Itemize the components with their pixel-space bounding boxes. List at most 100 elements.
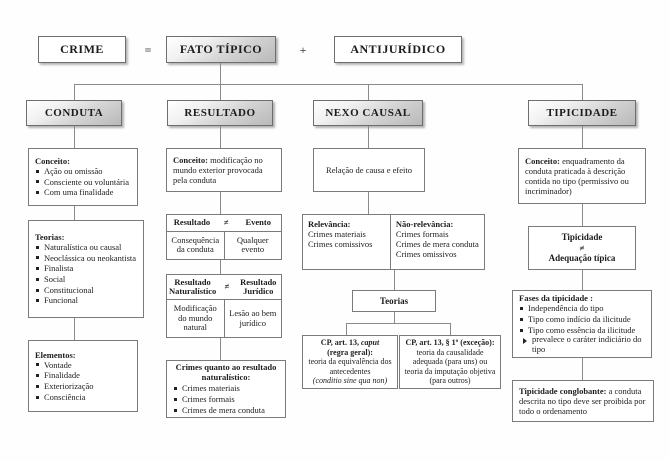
tipicidade-conceito-box: Conceito: enquadramento da conduta prati… <box>518 148 646 204</box>
nat-jur-title-right: Resultado Jurídico <box>240 276 277 297</box>
list-item: Consciência <box>35 392 94 402</box>
resultado-conceito-value: modificação no mundo exterior provocada … <box>173 154 263 185</box>
tipicidade-conceito-label: Conceito: <box>525 155 560 166</box>
nexo-relevancia-box: Relevância: Crimes materiais Crimes comi… <box>302 214 485 270</box>
resultado-evento-header: Resultado ≠ Evento <box>167 215 281 232</box>
node-antijuridico-label: ANTIJURÍDICO <box>350 42 446 56</box>
nexo-relevancia-cell: Relevância: Crimes materiais Crimes comi… <box>303 215 390 269</box>
list-item: Ação ou omissão <box>35 166 129 176</box>
list-item: Crimes omissivos <box>395 249 457 259</box>
resultado-evento-title-right: Evento <box>245 217 271 228</box>
nexo-relevancia-label: Relevância: <box>308 219 351 229</box>
nexo-caput-head-2: (regra geral): <box>327 347 373 357</box>
nexo-par1-body: teoria da causalidade adequada (para uns… <box>404 347 496 386</box>
list-item: Crimes formais <box>173 394 279 404</box>
operator-plus: + <box>299 43 307 57</box>
connector-resultado-4 <box>220 338 221 360</box>
connector-nexo-right-drop <box>450 323 451 335</box>
operator-equals: = <box>144 43 152 57</box>
connector-bus-drop-3 <box>368 84 369 100</box>
tipicidade-fases-list: Independência do tipo Tipo como indício … <box>519 303 645 354</box>
column-header-tipicidade: TIPICIDADE <box>528 100 636 126</box>
tipicidade-fases-label: Fases da tipicidade : <box>519 293 593 304</box>
list-item: Crimes de mera conduta <box>173 405 279 415</box>
list-item: Crimes comissivos <box>308 239 373 249</box>
resultado-crimes-list: Crimes materiais Crimes formais Crimes d… <box>173 383 279 415</box>
list-item: Neoclássica ou neokantista <box>35 253 136 263</box>
nexo-caput-body: teoria da equivalência dos antecedentes <box>308 357 392 376</box>
conduta-elementos-list: Vontade Finalidade Exteriorização Consci… <box>35 360 94 403</box>
connector-resultado-3 <box>220 260 221 274</box>
node-fato-tipico-label: FATO TÍPICO <box>179 42 263 56</box>
connector-nexo-2 <box>368 192 369 214</box>
tipicidade-conglobante-box: Tipicidade conglobante: a conduta descri… <box>512 380 654 422</box>
column-header-tipicidade-label: TIPICIDADE <box>546 107 618 119</box>
connector-nexo-left-drop <box>346 323 347 335</box>
conduta-conceito-list: Ação ou omissão Consciente ou voluntária… <box>35 166 129 198</box>
resultado-evento-sign: ≠ <box>223 217 229 228</box>
conduta-teorias-list: Naturalística ou causal Neoclássica ou n… <box>35 242 136 306</box>
column-header-conduta-label: CONDUTA <box>44 107 104 119</box>
resultado-conceito-box: Conceito: modificação no mundo exterior … <box>166 148 282 192</box>
nexo-caput-head-italic: caput <box>360 338 380 348</box>
nexo-par1-head: CP, art. 13, § 1º (exceção): <box>405 338 495 348</box>
resultado-crimes-box: Crimes quanto ao resultado naturalístico… <box>166 360 286 418</box>
column-header-nexo-causal: NEXO CAUSAL <box>313 100 423 126</box>
list-item: Com uma finalidade <box>35 187 129 197</box>
conduta-conceito-label: Conceito: <box>35 155 70 166</box>
tipicidade-conglobante-label: Tipicidade conglobante: <box>519 385 607 396</box>
list-item: Crimes formais <box>395 229 449 239</box>
conduta-elementos-box: Elementos: Vontade Finalidade Exterioriz… <box>28 340 138 412</box>
tipicidade-conglobante-value: a conduta descrita no tipo deve ser proi… <box>519 385 646 417</box>
resultado-evento-cells: Consequência da conduta Qualquer evento <box>167 231 281 259</box>
list-item: Vontade <box>35 360 94 370</box>
list-item: Tipo como essência da ilicitude <box>519 325 645 335</box>
connector-nexo-3 <box>394 270 395 290</box>
list-item: Funcional <box>35 295 136 305</box>
resultado-evento-cell-left: Consequência da conduta <box>171 234 220 255</box>
nat-jur-cell-right: Lesão ao bem jurídico <box>223 300 282 337</box>
nat-jur-header: Resultado Naturalístico ≠ Resultado Jurí… <box>167 275 281 301</box>
nat-jur-sign: ≠ <box>224 281 230 292</box>
conduta-elementos-label: Elementos: <box>35 349 76 360</box>
nexo-caput-head: CP, art. 13, caput (regra geral): <box>321 338 379 357</box>
tipicidade-conceito-value: enquadramento da conduta praticada à des… <box>525 155 629 197</box>
connector-resultado-2 <box>220 192 221 214</box>
conduta-teorias-label: Teorias: <box>35 231 65 242</box>
node-fato-tipico: FATO TÍPICO <box>166 36 276 63</box>
connector-conduta-2 <box>74 206 75 220</box>
nexo-caput-body-italic: (conditio sine qua non) <box>312 376 388 386</box>
column-header-resultado-label: RESULTADO <box>184 107 256 119</box>
tipicidade-fases-box: Fases da tipicidade : Independência do t… <box>512 290 652 358</box>
resultado-nat-jur-box: Resultado Naturalístico ≠ Resultado Jurí… <box>166 274 282 338</box>
connector-bus-drop-1 <box>74 84 75 100</box>
connector-nexo-4 <box>394 312 395 323</box>
list-item: Crimes de mera conduta <box>395 239 479 249</box>
node-antijuridico: ANTIJURÍDICO <box>334 36 462 63</box>
tipicidade-adequacao-box: Tipicidade ≠ Adequação típica <box>528 226 636 270</box>
tipicidade-conglobante-text: Tipicidade conglobante: a conduta descri… <box>519 386 647 417</box>
tipicidade-adequacao-sign: ≠ <box>579 242 585 253</box>
list-item: Crimes materiais <box>308 229 366 239</box>
nexo-caput-head-1: CP, art. 13, <box>320 338 361 348</box>
tipicidade-conceito-text: Conceito: enquadramento da conduta prati… <box>525 156 639 197</box>
connector-tipicidade-2 <box>582 204 583 226</box>
nexo-teorias-box: Teorias <box>352 290 436 312</box>
nexo-nao-relevancia-label: Não-relevância: <box>395 219 454 229</box>
resultado-conceito-text: Conceito: modificação no mundo exterior … <box>173 155 275 185</box>
list-item: Finalidade <box>35 370 94 380</box>
column-header-nexo-label: NEXO CAUSAL <box>325 107 411 119</box>
resultado-crimes-label: Crimes quanto ao resultado naturalístico… <box>175 362 277 383</box>
conduta-conceito-box: Conceito: Ação ou omissão Consciente ou … <box>28 148 138 206</box>
connector-conduta-1 <box>74 126 75 148</box>
connector-bus <box>74 84 582 85</box>
list-item: Constitucional <box>35 285 136 295</box>
list-item: Tipo como indício da ilicitude <box>519 314 645 324</box>
list-item: Finalista <box>35 263 136 273</box>
connector-nexo-1 <box>368 126 369 148</box>
list-item: Exteriorização <box>35 381 94 391</box>
connector-tipicidade-4 <box>582 358 583 380</box>
list-item: Independência do tipo <box>519 303 645 313</box>
node-crime: CRIME <box>38 36 126 63</box>
